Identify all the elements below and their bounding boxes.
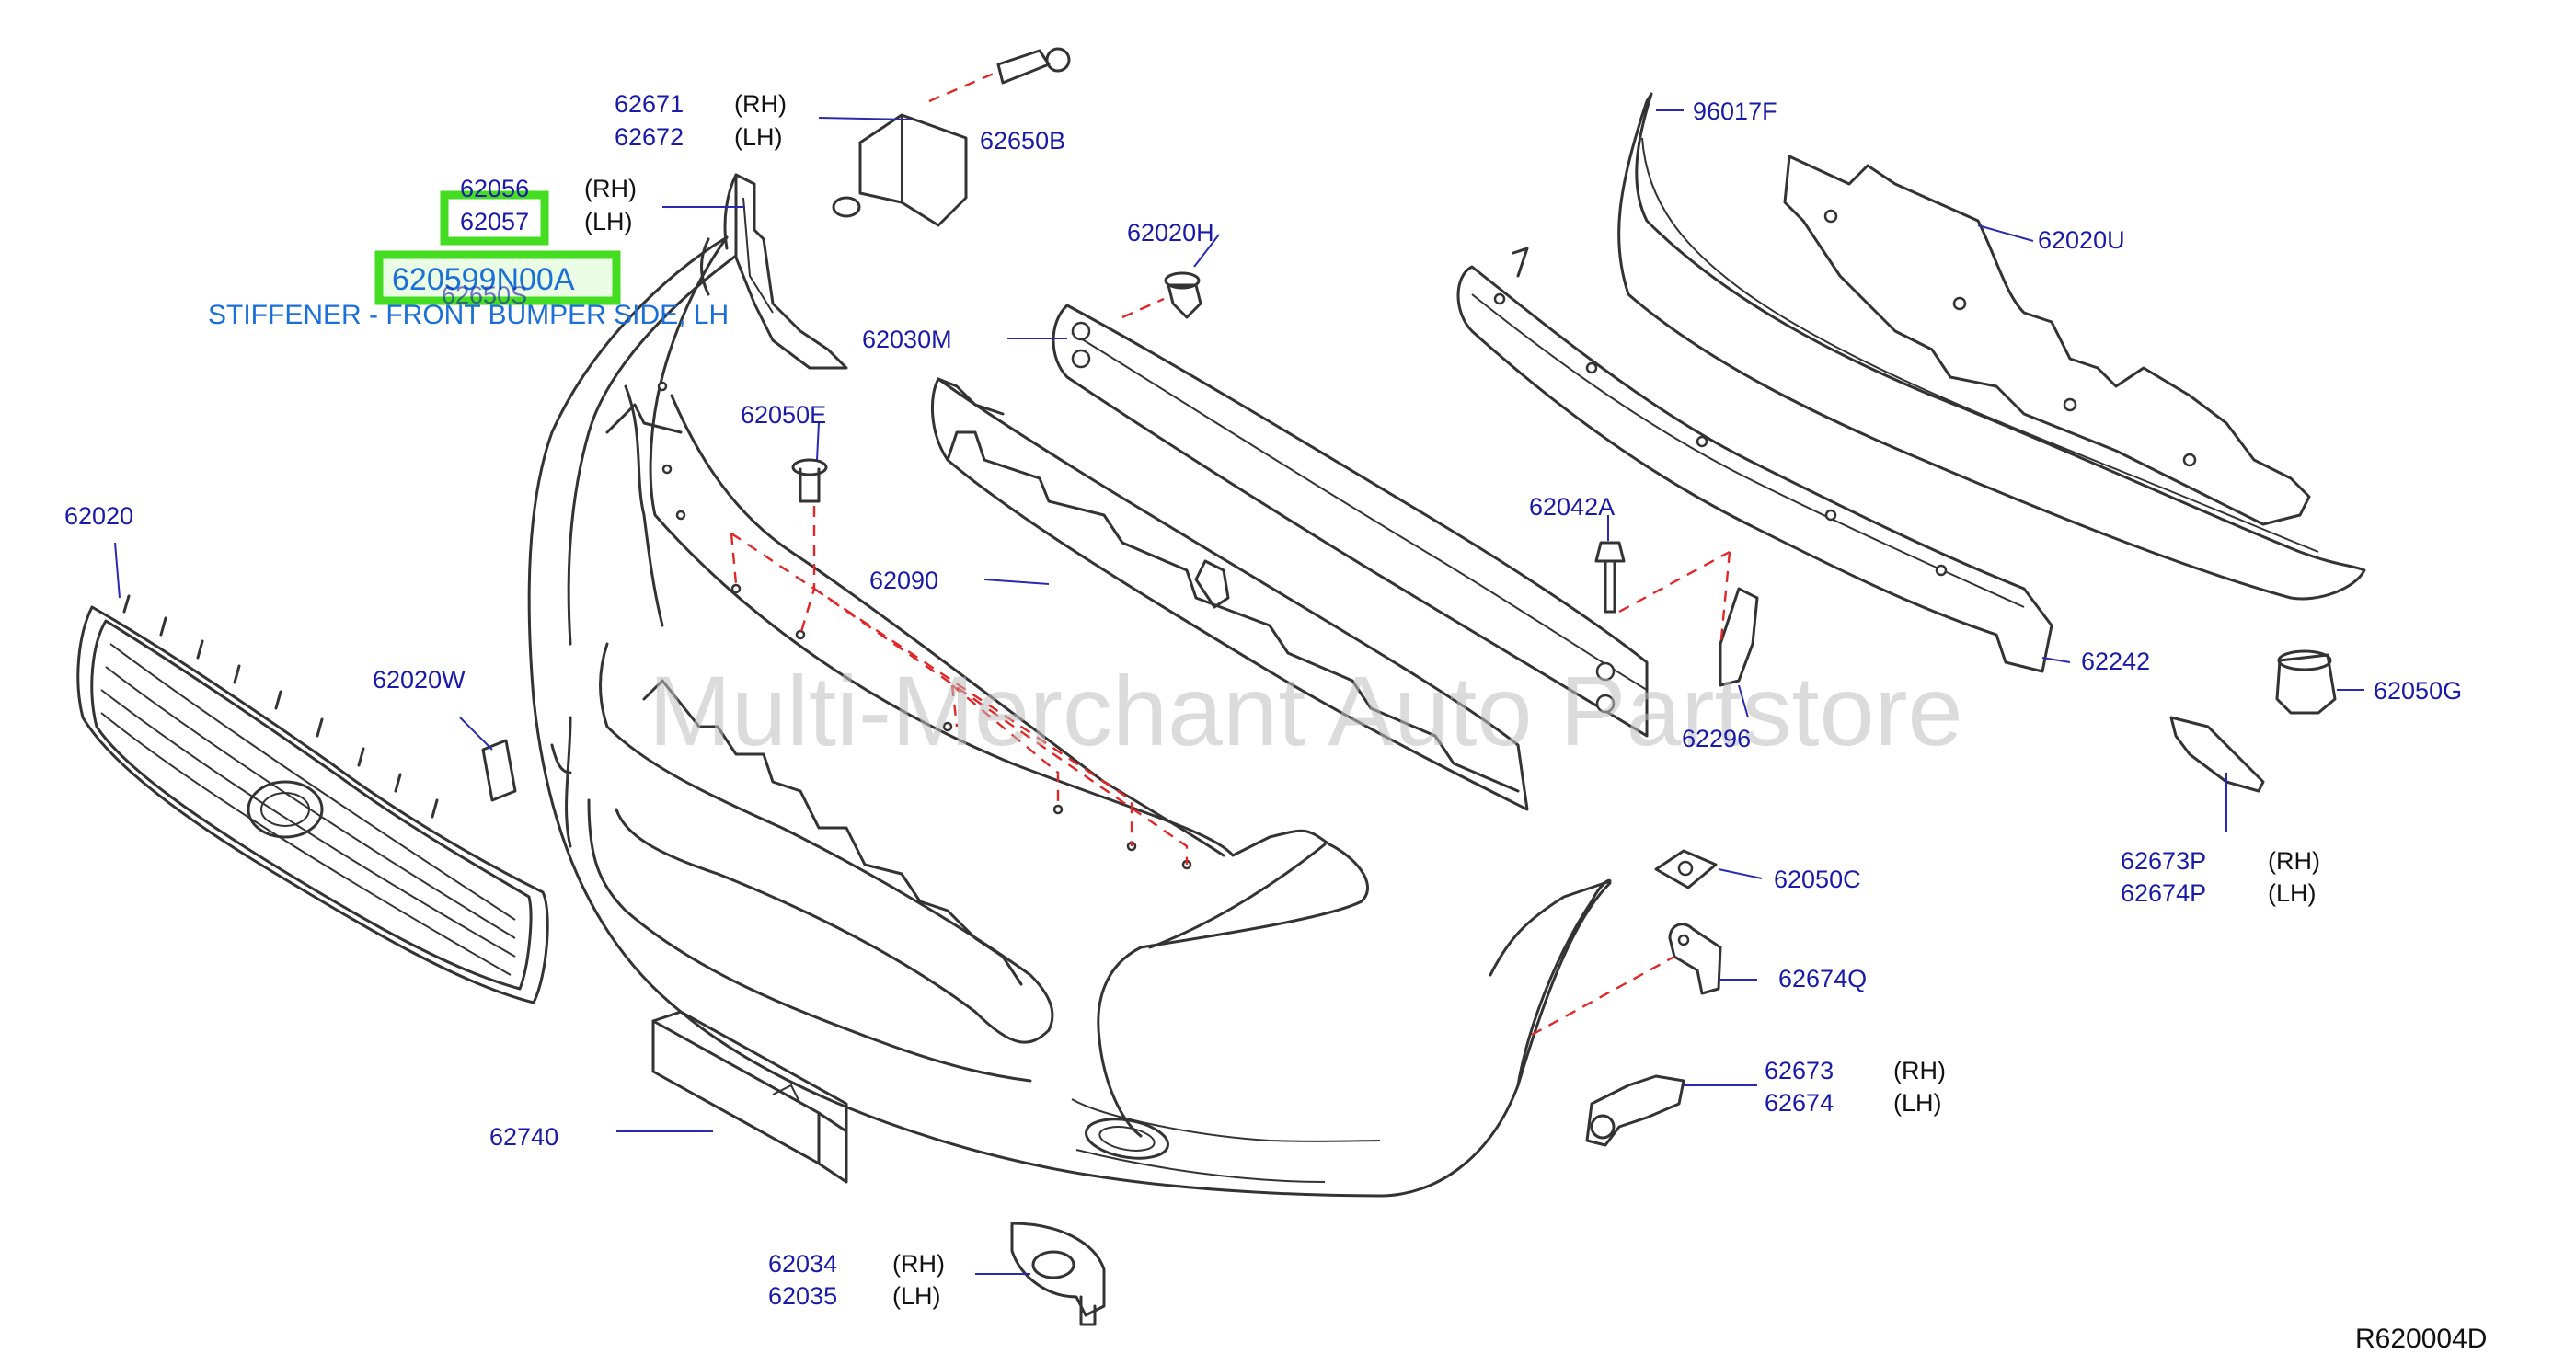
assembly-guides — [730, 72, 1731, 1037]
highlighted-part-callout[interactable]: 620599N00A STIFFENER - FRONT BUMPER SIDE… — [208, 190, 729, 330]
clip-62020H[interactable] — [1164, 271, 1202, 319]
label-62090[interactable]: 62090 — [869, 567, 938, 594]
label-96017F[interactable]: 96017F — [1693, 98, 1777, 125]
label-62673P-side: (RH) — [2268, 847, 2320, 875]
clip-62050G[interactable] — [2275, 649, 2337, 715]
label-62030M[interactable]: 62030M — [862, 326, 952, 353]
under-cover[interactable] — [1783, 155, 2311, 526]
label-62034[interactable]: 62034 — [768, 1250, 837, 1278]
bolt-62650B[interactable] — [996, 47, 1071, 85]
label-62673P[interactable]: 62673P — [2121, 847, 2206, 875]
diagram-code: R620004D — [2355, 1324, 2487, 1354]
highlight-box-62057 — [440, 190, 549, 246]
label-62042A[interactable]: 62042A — [1529, 493, 1615, 521]
bracket-62671[interactable] — [832, 113, 968, 227]
label-62671-side: (RH) — [734, 90, 787, 118]
impact-absorber[interactable] — [930, 377, 1529, 811]
front-grille[interactable] — [76, 594, 549, 1004]
label-62672-side: (LH) — [734, 123, 783, 151]
side-stiffener[interactable] — [700, 173, 848, 370]
label-62020H[interactable]: 62020H — [1127, 219, 1214, 247]
bracket-62296[interactable] — [1719, 587, 1759, 687]
license-plate-bracket[interactable] — [651, 1010, 848, 1184]
label-62673[interactable]: 62673 — [1765, 1057, 1834, 1084]
label-62673-side: (RH) — [1893, 1057, 1946, 1084]
label-62056[interactable]: 62056 — [460, 175, 529, 202]
bumper-reinforcement[interactable] — [1052, 304, 1649, 738]
label-62035-side: (LH) — [892, 1282, 941, 1310]
bracket-62673[interactable] — [1585, 1074, 1685, 1147]
label-62057[interactable]: 62057 — [460, 208, 529, 235]
label-62674-side: (LH) — [1893, 1089, 1942, 1117]
label-62020[interactable]: 62020 — [64, 502, 133, 530]
bracket-62673P[interactable] — [2169, 716, 2265, 793]
lower-stiffener[interactable] — [1456, 247, 2053, 673]
label-62035[interactable]: 62035 — [768, 1282, 837, 1310]
clip-62050E[interactable] — [791, 458, 828, 503]
nut-62050C[interactable] — [1654, 849, 1718, 889]
label-62740[interactable]: 62740 — [489, 1123, 558, 1151]
label-62020U[interactable]: 62020U — [2038, 226, 2125, 254]
label-62050E[interactable]: 62050E — [741, 401, 826, 429]
label-62650S[interactable]: 62650S — [442, 281, 527, 309]
cover-62020W[interactable] — [481, 739, 517, 802]
bolt-62042A[interactable] — [1594, 541, 1626, 614]
label-62057-side: (LH) — [584, 208, 633, 235]
air-spoiler[interactable] — [1617, 92, 2366, 601]
label-62674Q[interactable]: 62674Q — [1778, 965, 1867, 992]
highlight-box-part-number — [374, 250, 621, 305]
bracket-62674Q[interactable] — [1668, 923, 1722, 995]
label-62650B[interactable]: 62650B — [980, 127, 1065, 155]
label-62674P-side: (LH) — [2268, 879, 2317, 907]
highlighted-part-description: STIFFENER - FRONT BUMPER SIDE, LH — [208, 300, 729, 330]
label-62296[interactable]: 62296 — [1682, 725, 1751, 752]
label-62020W[interactable]: 62020W — [373, 666, 466, 694]
label-62056-side: (RH) — [584, 175, 637, 202]
highlighted-part-number[interactable]: 620599N00A — [392, 262, 575, 297]
label-62034-side: (RH) — [892, 1250, 945, 1278]
label-62050G[interactable]: 62050G — [2374, 677, 2462, 705]
label-62671[interactable]: 62671 — [615, 90, 684, 118]
label-62050C[interactable]: 62050C — [1774, 866, 1861, 893]
part-labels: 62671 (RH) 62672 (LH) 62056 (RH) 62057 (… — [64, 90, 2462, 1310]
watermark: Multi-Merchant Auto Partstore — [649, 655, 1963, 766]
label-62674P[interactable]: 62674P — [2121, 879, 2206, 907]
front-bumper-fascia[interactable] — [527, 235, 1612, 1198]
label-62674[interactable]: 62674 — [1765, 1089, 1834, 1117]
label-62242[interactable]: 62242 — [2081, 648, 2150, 675]
label-62672[interactable]: 62672 — [615, 123, 684, 151]
